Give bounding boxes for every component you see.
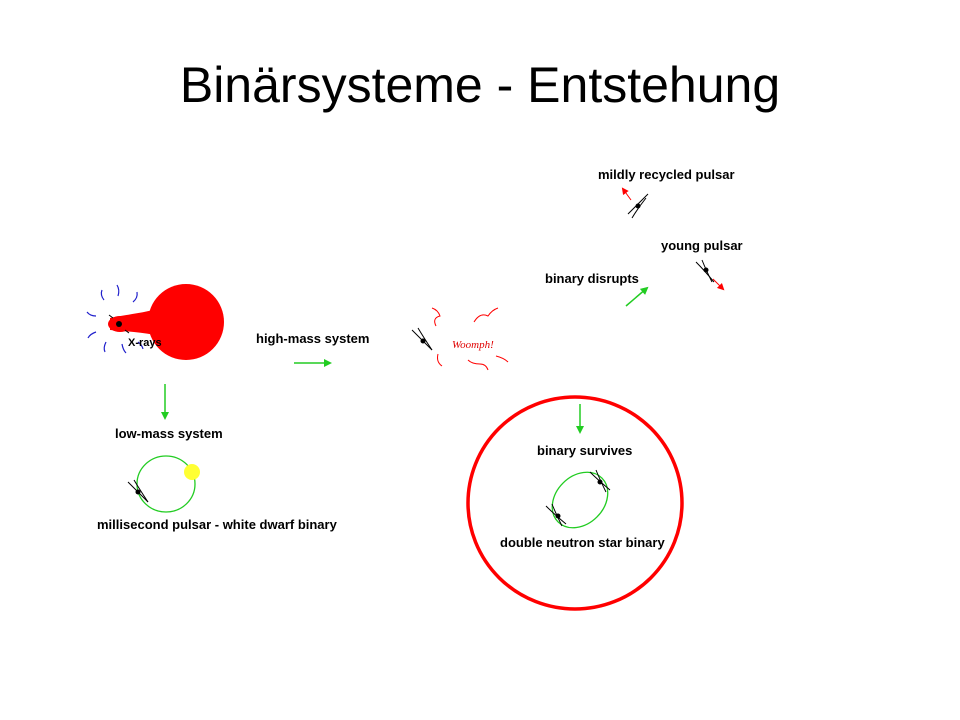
- highlight-circle: [466, 395, 684, 611]
- companion-star: [148, 284, 224, 360]
- xray-emission-lines: [86, 284, 144, 354]
- mildly-recycled-pulsar: [621, 187, 649, 219]
- dns-pulsar-icon-2: [545, 503, 567, 527]
- double-neutron-star-binary: [545, 469, 611, 529]
- dns-binary-label: double neutron star binary: [500, 535, 665, 550]
- binary-survives-label: binary survives: [537, 443, 632, 458]
- explosion-rays: [431, 307, 509, 371]
- slide-title: Binärsysteme - Entstehung: [179, 57, 781, 113]
- xray-binary: X-rays: [86, 284, 224, 360]
- msp-wd-label: millisecond pulsar - white dwarf binary: [97, 517, 338, 532]
- mildly-recycled-pulsar-icon: [627, 193, 649, 219]
- white-dwarf: [184, 464, 200, 480]
- velocity-arrow-mildly-recycled: [621, 187, 632, 201]
- pulsar-beam-icon: [108, 314, 130, 334]
- xrays-label: X-rays: [128, 337, 162, 349]
- mildly-recycled-label: mildly recycled pulsar: [598, 167, 735, 182]
- arrow-disrupts: [625, 286, 649, 307]
- woomph-label: Woomph!: [452, 339, 494, 351]
- supernova-explosion: Woomph!: [411, 307, 509, 371]
- young-pulsar-icon: [695, 259, 715, 283]
- neutron-star: [116, 321, 122, 327]
- msp-wd-binary: [127, 455, 200, 513]
- orbit-dns: [551, 471, 609, 529]
- high-mass-label: high-mass system: [256, 331, 369, 346]
- binary-disrupts-label: binary disrupts: [545, 271, 639, 286]
- dns-pulsar-icon-1: [589, 469, 611, 493]
- young-pulsar-label: young pulsar: [661, 238, 743, 253]
- orbit-msp-wd: [136, 455, 196, 513]
- msp-pulsar-icon: [127, 479, 149, 503]
- explosion-pulsar-icon: [411, 327, 433, 351]
- velocity-arrow-young-pulsar: [712, 278, 725, 291]
- young-pulsar: [695, 259, 725, 291]
- low-mass-label: low-mass system: [115, 426, 223, 441]
